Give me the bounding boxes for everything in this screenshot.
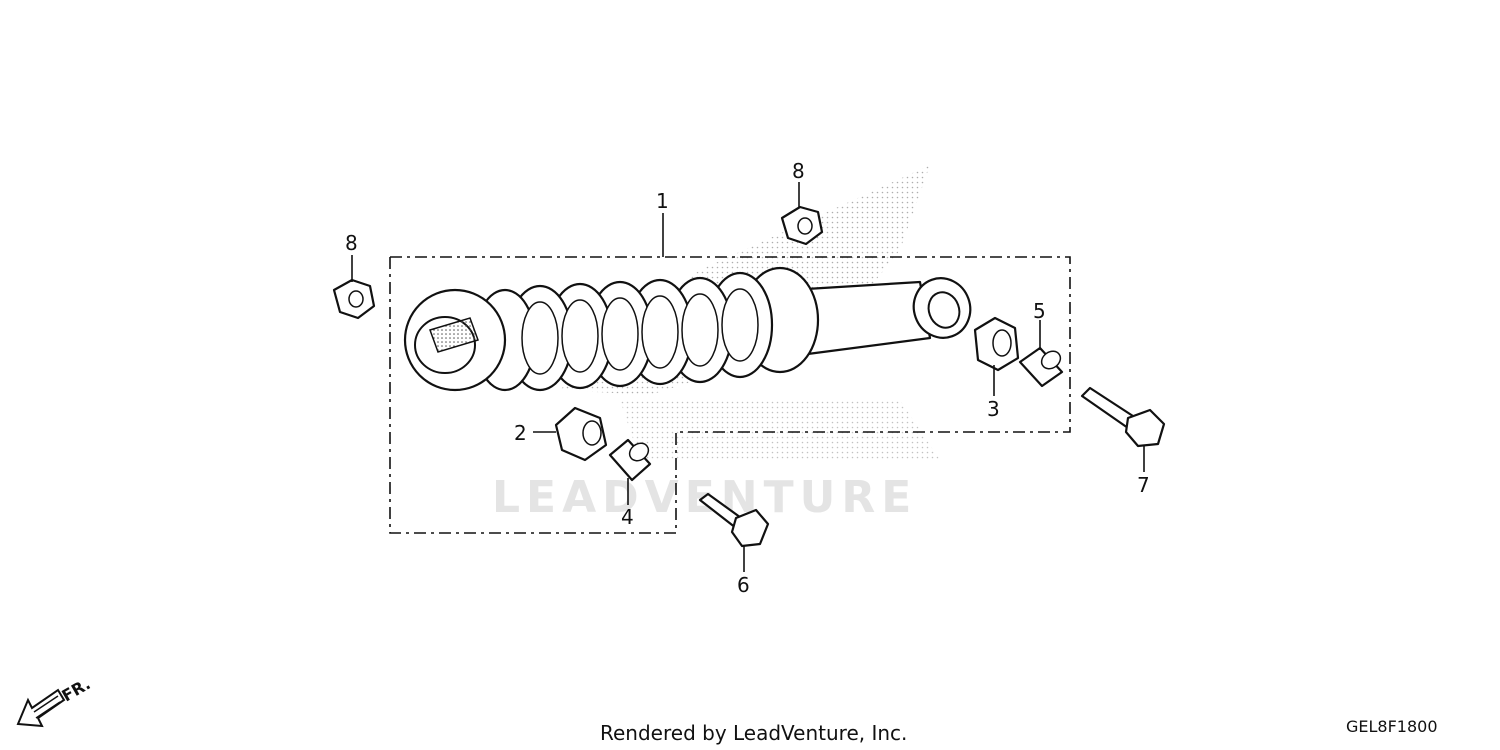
footer-credit: Rendered by LeadVenture, Inc. bbox=[600, 721, 907, 745]
callout-labels: 1 8 8 2 3 4 5 6 7 bbox=[345, 159, 1150, 597]
callout-5: 5 bbox=[1033, 299, 1046, 323]
callout-4: 4 bbox=[621, 505, 634, 529]
callout-8-upper: 8 bbox=[792, 159, 805, 183]
flange-bolt-lower bbox=[698, 492, 770, 548]
callout-1: 1 bbox=[656, 189, 669, 213]
flange-nut-left bbox=[332, 278, 376, 320]
flange-bolt-upper bbox=[1080, 386, 1166, 448]
shock-lower-eye-slot bbox=[429, 317, 479, 353]
callout-2: 2 bbox=[514, 421, 527, 445]
callout-6: 6 bbox=[737, 573, 750, 597]
shock-upper-eye-hole bbox=[927, 291, 961, 329]
callout-8-left: 8 bbox=[345, 231, 358, 255]
rear-shock-absorber bbox=[403, 266, 972, 392]
rubber-bushing-upper bbox=[973, 316, 1020, 372]
shock-spring bbox=[473, 271, 774, 392]
leader-lines bbox=[351, 182, 1145, 572]
collar-lower bbox=[608, 438, 652, 482]
callout-3: 3 bbox=[987, 397, 1000, 421]
collar-upper bbox=[1018, 346, 1064, 388]
callout-7: 7 bbox=[1137, 473, 1150, 497]
diagram-code: GEL8F1800 bbox=[1346, 717, 1438, 736]
rubber-bushing-lower bbox=[554, 406, 608, 462]
assembly-boundary bbox=[389, 256, 1071, 534]
flange-nut-upper bbox=[780, 205, 824, 246]
front-direction-indicator: FR. bbox=[16, 674, 94, 728]
watermark-wing-lower bbox=[620, 400, 940, 460]
